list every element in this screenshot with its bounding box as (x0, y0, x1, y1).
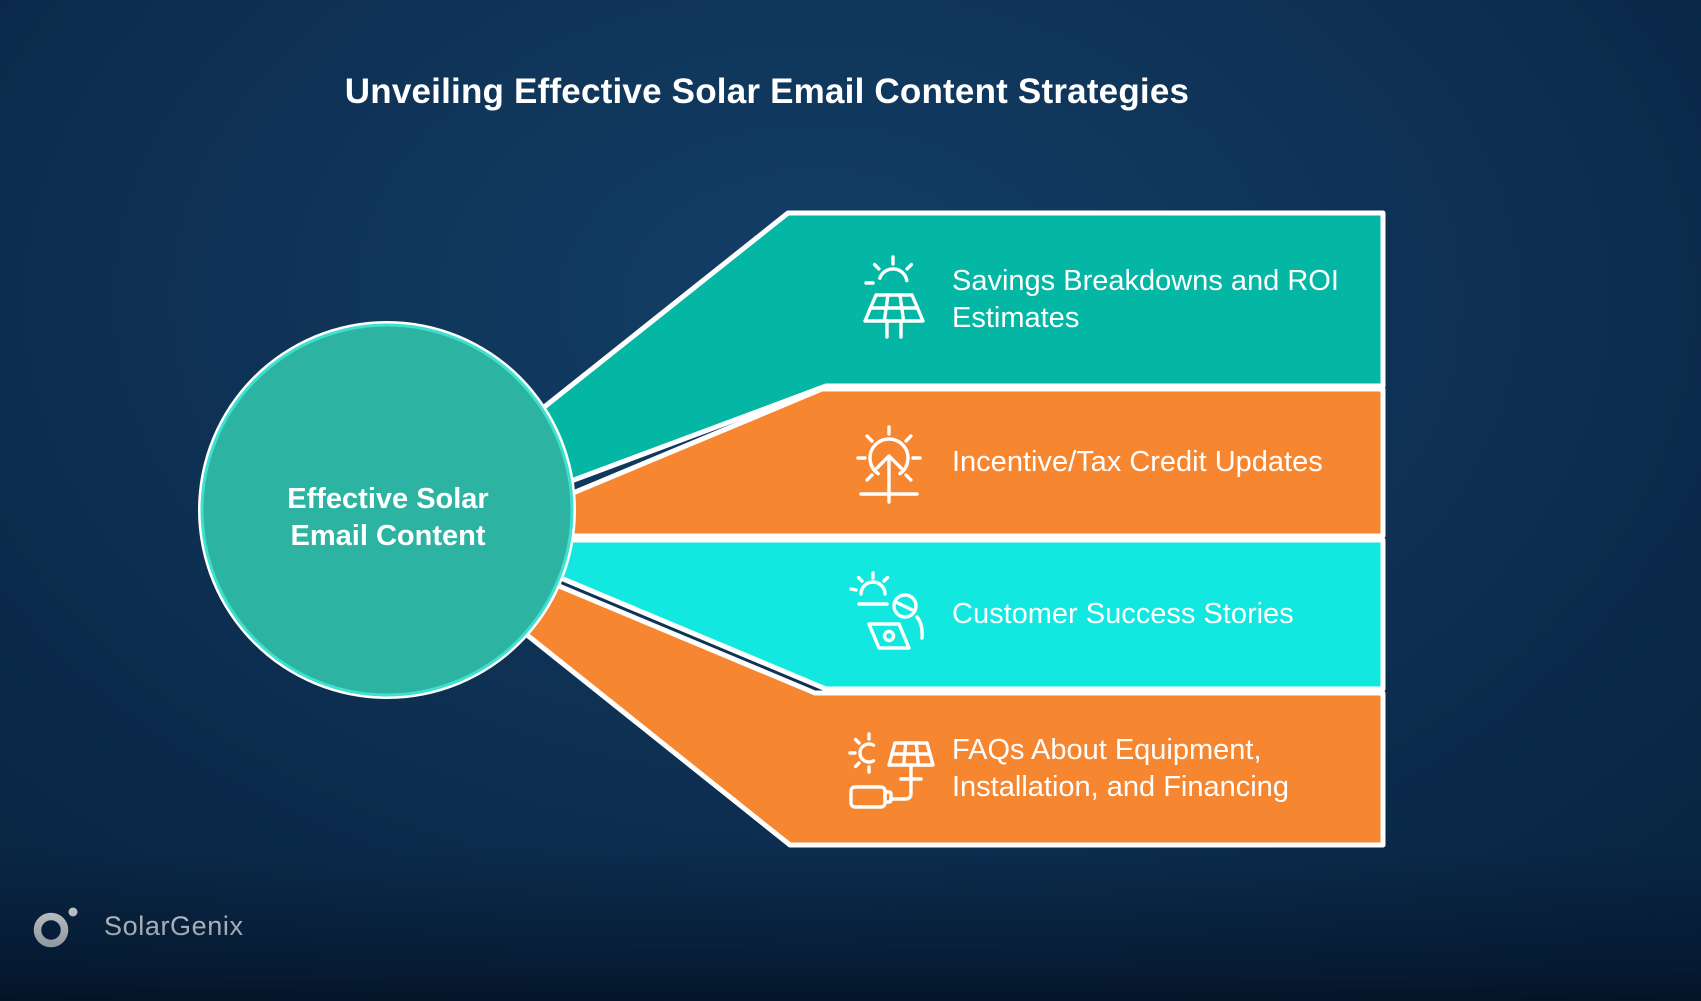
logo-text: SolarGenix (104, 910, 244, 941)
band-shape-incentive (467, 386, 1386, 539)
customer-success-icon (849, 571, 924, 650)
solar-panel-sun-icon (863, 255, 925, 339)
sunrise-arrow-icon (856, 425, 922, 504)
logo: SolarGenix (30, 900, 244, 952)
band-label-customer: Customer Success Stories (952, 598, 1294, 630)
band-label-faqs: FAQs About Equipment, Installation, and … (952, 734, 1289, 803)
page-title: Unveiling Effective Solar Email Content … (344, 72, 1190, 111)
band-shape-customer (467, 537, 1386, 692)
center-circle-shape (200, 323, 574, 697)
center-circle-label-line2: Email Content (290, 520, 486, 552)
center-circle-label: Effective Solar Email Content (257, 481, 519, 555)
band-label-incentive: Incentive/Tax Credit Updates (952, 446, 1323, 478)
center-circle-label-line1: Effective Solar (287, 483, 489, 515)
band-label-savings: Savings Breakdowns and ROI Estimates (952, 264, 1339, 334)
logo-mark-icon (33, 907, 78, 948)
equipment-financing-icon (848, 732, 935, 809)
